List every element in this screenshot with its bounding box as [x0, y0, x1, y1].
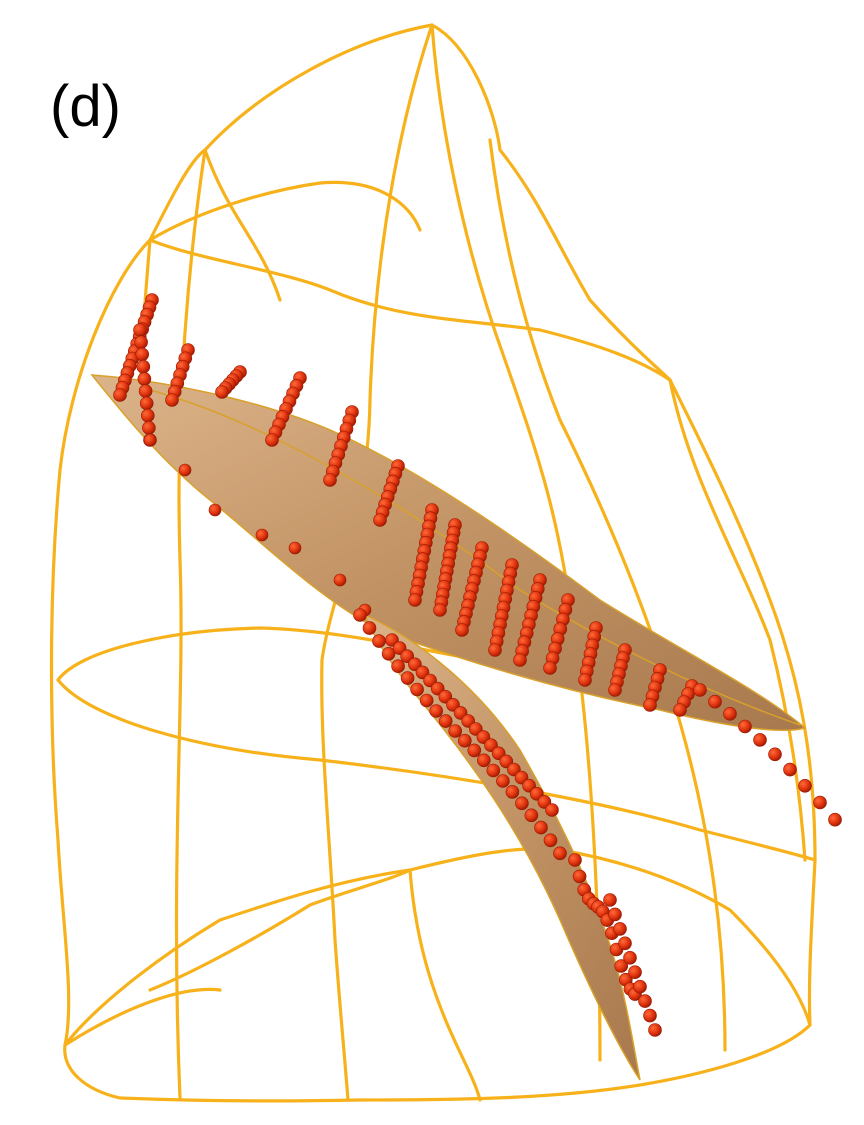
point-marker — [633, 979, 647, 994]
point-marker — [623, 950, 637, 965]
point-marker — [135, 347, 149, 362]
point-marker — [608, 683, 622, 697]
point-marker — [139, 396, 154, 411]
point-marker — [613, 922, 627, 936]
point-marker — [572, 869, 587, 884]
point-marker — [265, 433, 279, 447]
lower-loop — [63, 847, 812, 1047]
point-marker — [391, 659, 405, 674]
point-marker — [486, 763, 501, 778]
point-marker — [429, 704, 444, 718]
point-marker — [143, 433, 157, 447]
point-marker — [813, 795, 827, 810]
point-marker — [673, 703, 687, 717]
point-marker — [288, 541, 302, 555]
fissure-surfaces — [90, 374, 807, 1081]
base-loop — [63, 868, 482, 1102]
point-marker — [568, 853, 582, 867]
point-marker — [215, 385, 229, 399]
point-marker — [783, 762, 797, 777]
meridian-5 — [668, 378, 807, 862]
point-marker — [138, 384, 153, 398]
point-marker — [628, 965, 642, 980]
point-marker — [543, 833, 558, 848]
point-marker — [410, 682, 424, 697]
point-marker — [488, 643, 502, 657]
point-marker — [381, 646, 396, 661]
point-marker — [798, 778, 812, 793]
point-marker — [208, 503, 222, 517]
panel-label: (d) — [50, 74, 121, 139]
point-marker — [408, 593, 422, 607]
point-marker — [323, 473, 337, 487]
point-marker — [515, 796, 529, 811]
horizontal-fissure-surface — [363, 613, 641, 1081]
point-marker — [134, 335, 148, 350]
point-marker — [543, 661, 557, 675]
point-marker — [142, 420, 156, 435]
meridian-1 — [174, 148, 207, 1100]
point-marker — [362, 621, 377, 635]
point-marker — [255, 528, 269, 542]
point-marker — [496, 774, 510, 788]
point-marker — [738, 719, 752, 734]
lung-boundary-wireframe — [49, 23, 817, 1103]
point-marker — [353, 608, 367, 622]
point-marker — [476, 753, 491, 768]
point-marker — [578, 673, 592, 687]
point-marker — [618, 936, 632, 951]
point-marker — [553, 846, 567, 861]
point-marker — [333, 573, 347, 587]
point-marker — [113, 388, 127, 402]
upper-loop — [148, 180, 672, 382]
point-marker — [643, 1008, 657, 1023]
fissure-point-samples — [113, 293, 842, 1037]
point-marker — [141, 408, 155, 423]
point-marker — [455, 623, 469, 637]
point-marker — [638, 994, 652, 1008]
back-curve — [203, 148, 282, 302]
point-marker — [400, 671, 415, 685]
point-marker — [505, 785, 520, 799]
point-marker — [753, 733, 767, 747]
point-marker — [373, 513, 387, 527]
point-marker — [723, 706, 737, 721]
point-marker — [545, 803, 559, 817]
point-marker — [438, 714, 453, 728]
point-marker — [467, 743, 482, 758]
point-marker — [608, 907, 622, 922]
point-marker — [136, 359, 151, 374]
point-marker — [708, 694, 722, 709]
point-marker — [614, 959, 629, 973]
point-marker — [643, 698, 657, 712]
point-marker — [603, 893, 617, 907]
point-marker — [828, 812, 842, 827]
point-marker — [534, 820, 548, 835]
point-marker — [372, 634, 386, 648]
point-marker — [693, 683, 707, 697]
point-marker — [419, 693, 434, 708]
point-marker — [137, 372, 152, 386]
meridian-3 — [430, 23, 602, 1062]
point-marker — [165, 393, 179, 407]
point-marker — [433, 603, 447, 617]
point-marker — [524, 808, 539, 823]
point-marker — [133, 323, 147, 337]
point-marker — [448, 724, 463, 738]
point-marker — [457, 733, 472, 748]
point-marker — [178, 463, 192, 477]
point-marker — [513, 653, 527, 667]
point-marker — [768, 747, 782, 762]
point-marker — [648, 1023, 662, 1037]
